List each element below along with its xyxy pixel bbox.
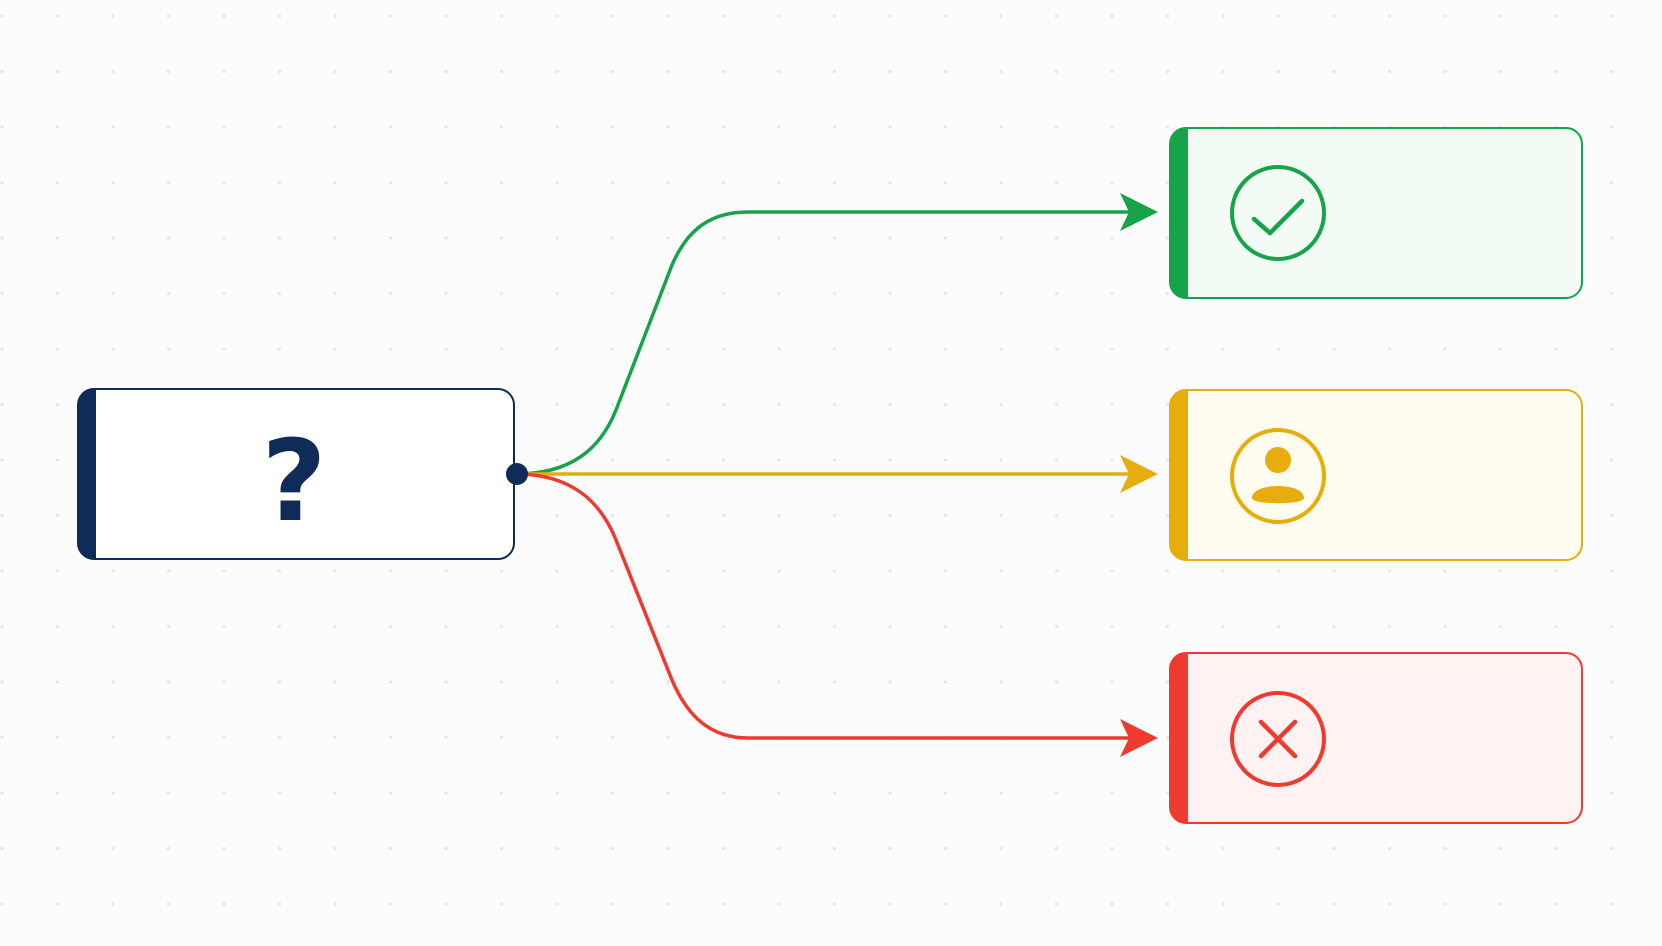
x-circle-icon [1230, 691, 1326, 787]
approve-accent-bar [1170, 128, 1188, 298]
reject-accent-bar [1170, 653, 1188, 823]
person-circle-icon [1230, 428, 1326, 524]
outcome-node-approve[interactable] [1169, 127, 1583, 299]
check-circle-icon [1230, 165, 1326, 261]
question-mark-icon: ? [262, 417, 327, 547]
review-accent-bar [1170, 390, 1188, 560]
connector-reject [514, 472, 1132, 740]
connectors [514, 193, 1158, 757]
output-port[interactable] [506, 463, 528, 485]
outcome-node-review[interactable] [1169, 389, 1583, 561]
arrowhead-review [1120, 455, 1158, 493]
arrowhead-reject [1120, 719, 1158, 757]
outcome-node-reject[interactable] [1169, 652, 1583, 824]
arrowhead-approve [1120, 193, 1158, 231]
decision-node[interactable]: ? [77, 388, 528, 560]
connector-approve [514, 210, 1132, 476]
decision-node-accent-bar [78, 389, 96, 559]
